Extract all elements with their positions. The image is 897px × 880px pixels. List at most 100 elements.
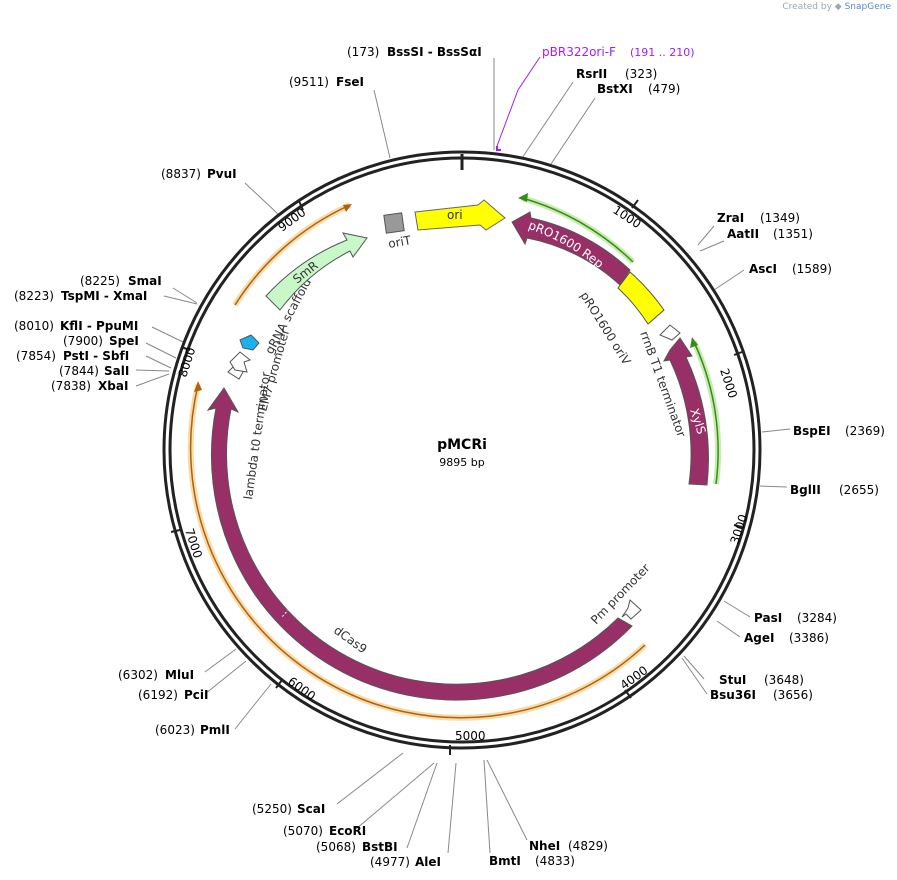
site-name-6[interactable]: SpeI	[109, 334, 139, 348]
site-name-0[interactable]: BssSI - BssSαI	[387, 45, 482, 59]
site-pos-5: (8010)	[14, 319, 54, 333]
site-name-8[interactable]: SalI	[104, 364, 129, 378]
plasmid-length: 9895 bp	[439, 456, 484, 469]
rrnb-terminator-feature[interactable]	[659, 324, 681, 341]
tick-label-8000: 8000	[176, 346, 199, 379]
site-name-18[interactable]: AgeI	[744, 631, 774, 645]
site-pos-22: (6192)	[138, 688, 178, 702]
site-pos-6: (7900)	[63, 334, 103, 348]
site-pos-21: (6302)	[118, 668, 158, 682]
site-pos-17: (3284)	[797, 611, 837, 625]
primer-range: (191 .. 210)	[630, 46, 695, 59]
site-pos-18: (3386)	[789, 631, 829, 645]
xyls-highlight-line	[693, 341, 719, 485]
site-name-23[interactable]: PmlI	[200, 723, 230, 737]
site-pos-19: (3648)	[764, 673, 804, 687]
site-name-5[interactable]: KflI - PpuMI	[60, 319, 138, 333]
tick-label-6000: 6000	[285, 674, 318, 703]
site-pos-1: (9511)	[289, 75, 329, 89]
smr-highlight-line	[234, 204, 351, 306]
pro1600-oriv-feature[interactable]	[617, 271, 665, 325]
rep-highlight-arrow-icon	[518, 193, 528, 202]
site-name-28[interactable]: BmtI	[489, 854, 521, 868]
site-pos-12: (1349)	[760, 211, 800, 225]
pro1600-oriv-label: pRO1600 oriV	[577, 289, 634, 368]
smr-highlight-arrow-icon	[343, 204, 352, 212]
site-name-17[interactable]: PasI	[754, 611, 782, 625]
site-name-11[interactable]: BstXI	[597, 82, 633, 96]
orit-feature[interactable]	[383, 212, 405, 234]
credit-prefix: Created by	[782, 2, 832, 12]
backbone-outer-ring	[162, 150, 762, 750]
pm-promoter-feature[interactable]	[621, 599, 642, 620]
tick-label-1000: 1000	[610, 203, 643, 231]
site-pos-14: (1589)	[792, 262, 832, 276]
credit-brand: SnapGene	[844, 2, 891, 12]
site-name-16[interactable]: BglII	[790, 483, 821, 497]
site-name-9[interactable]: XbaI	[98, 379, 128, 393]
dcas9-highlight-line	[189, 384, 646, 719]
site-pos-4: (8223)	[14, 289, 54, 303]
site-pos-29: (4829)	[568, 839, 608, 853]
site-pos-26: (5068)	[316, 840, 356, 854]
site-name-25[interactable]: EcoRI	[329, 824, 366, 838]
smr-feature[interactable]	[265, 232, 368, 311]
site-name-26[interactable]: BstBI	[362, 840, 398, 854]
site-name-19[interactable]: StuI	[719, 673, 746, 687]
xyls-feature[interactable]	[663, 337, 709, 486]
site-name-10[interactable]: RsrII	[576, 67, 607, 81]
snapgene-credit: Created by ◆ SnapGene	[782, 2, 891, 12]
scale-ticks	[170, 199, 743, 755]
dcas9-highlight-arrow-icon	[194, 381, 202, 392]
site-pos-0: (173)	[347, 45, 379, 59]
site-name-14[interactable]: AscI	[749, 262, 777, 276]
site-pos-23: (6023)	[155, 723, 195, 737]
site-pos-9: (7838)	[51, 379, 91, 393]
primer-name[interactable]: pBR322ori-F	[542, 45, 616, 59]
site-pos-24: (5250)	[252, 802, 292, 816]
site-pos-8: (7844)	[59, 364, 99, 378]
site-name-4[interactable]: TspMI - XmaI	[61, 289, 147, 303]
ori-feature[interactable]	[414, 199, 506, 231]
site-pos-16: (2655)	[839, 483, 879, 497]
site-pos-27: (4977)	[370, 855, 410, 869]
site-name-1[interactable]: FseI	[336, 75, 364, 89]
site-name-15[interactable]: BspEI	[793, 424, 831, 438]
ori-label: ori	[447, 208, 463, 222]
site-name-22[interactable]: PciI	[184, 688, 209, 702]
dcas9-boundary-mark	[281, 608, 290, 618]
site-name-3[interactable]: SmaI	[128, 274, 162, 288]
site-pos-10: (323)	[625, 67, 657, 81]
site-pos-15: (2369)	[845, 424, 885, 438]
site-name-13[interactable]: AatII	[727, 227, 759, 241]
site-name-24[interactable]: ScaI	[297, 802, 325, 816]
site-name-2[interactable]: PvuI	[207, 167, 237, 181]
pm-promoter-label: Pm promoter	[588, 561, 653, 627]
grna-scaffold-feature[interactable]	[239, 334, 260, 351]
site-name-29[interactable]: NheI	[529, 839, 560, 853]
orit-label: oriT	[387, 233, 413, 251]
site-pos-25: (5070)	[283, 824, 323, 838]
site-pos-28: (4833)	[535, 854, 575, 868]
site-name-21[interactable]: MluI	[165, 668, 194, 682]
tick-label-2000: 2000	[717, 367, 740, 400]
dcas9-feature[interactable]	[206, 387, 633, 701]
site-name-27[interactable]: AleI	[415, 855, 441, 869]
site-name-12[interactable]: ZraI	[717, 211, 744, 225]
site-leader-lines	[135, 58, 791, 854]
plasmid-name: pMCRi	[437, 437, 487, 453]
site-pos-11: (479)	[648, 82, 680, 96]
site-pos-2: (8837)	[161, 167, 201, 181]
em7-promoter-feature[interactable]	[229, 351, 252, 373]
pro1600-rep-feature[interactable]	[511, 211, 631, 286]
site-pos-3: (8225)	[80, 274, 120, 288]
site-name-7[interactable]: PstI - SbfI	[63, 349, 129, 363]
rep-highlight-line	[521, 197, 634, 263]
snapgene-logo-icon: ◆	[834, 2, 842, 12]
site-pos-7: (7854)	[16, 349, 56, 363]
primer-leader-line	[496, 56, 541, 147]
site-name-20[interactable]: Bsu36I	[710, 688, 756, 702]
primer-binding-mark	[496, 146, 501, 151]
xyls-highlight-arrow-icon	[690, 337, 698, 348]
